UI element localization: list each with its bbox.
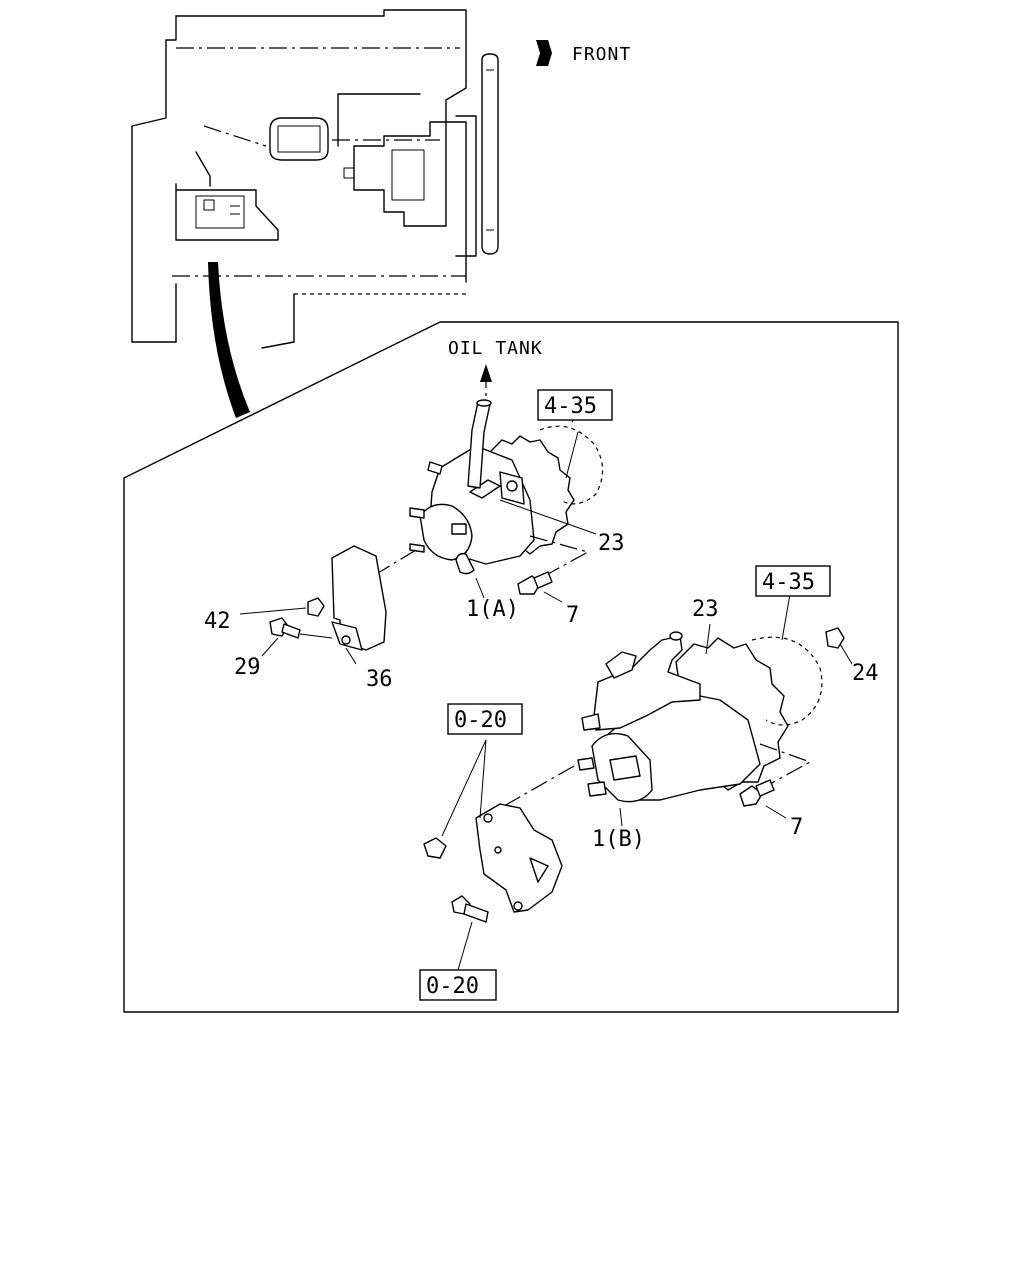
ref-box-4-35-a[interactable]: 4-35: [537, 389, 613, 421]
part-label-24: 24: [852, 661, 879, 686]
front-label: FRONT: [572, 44, 631, 65]
ref-box-0-20-a[interactable]: 0-20: [447, 703, 523, 735]
part-label-7-b: 7: [790, 815, 803, 840]
part-label-29: 29: [234, 655, 261, 680]
oil-tank-label: OIL TANK: [448, 338, 543, 359]
part-label-23-b: 23: [692, 597, 719, 622]
pump-a: [409, 399, 604, 603]
part-label-36: 36: [366, 667, 393, 692]
part-label-42: 42: [204, 609, 231, 634]
part-label-23-a: 23: [598, 531, 625, 556]
svg-text:4-35: 4-35: [544, 394, 597, 419]
arrow-up-icon: [480, 364, 492, 382]
arrow-right-icon: [536, 40, 552, 66]
pump-b: [503, 593, 853, 827]
engine-overview: [131, 9, 499, 418]
svg-text:4-35: 4-35: [762, 570, 815, 595]
part-label-1a: 1(A): [466, 597, 519, 622]
bracket-b: [423, 739, 563, 971]
oil-tank-callout: OIL TANK: [448, 338, 543, 400]
svg-text:0-20: 0-20: [454, 708, 507, 733]
svg-text:0-20: 0-20: [426, 974, 479, 999]
part-label-1b: 1(B): [592, 827, 645, 852]
front-indicator: FRONT: [536, 40, 631, 66]
detail-frame: [123, 321, 899, 1013]
ref-box-4-35-b[interactable]: 4-35: [755, 565, 831, 597]
part-label-7-a: 7: [566, 603, 579, 628]
ref-box-0-20-b[interactable]: 0-20: [419, 969, 497, 1001]
bracket-a: [239, 545, 417, 665]
